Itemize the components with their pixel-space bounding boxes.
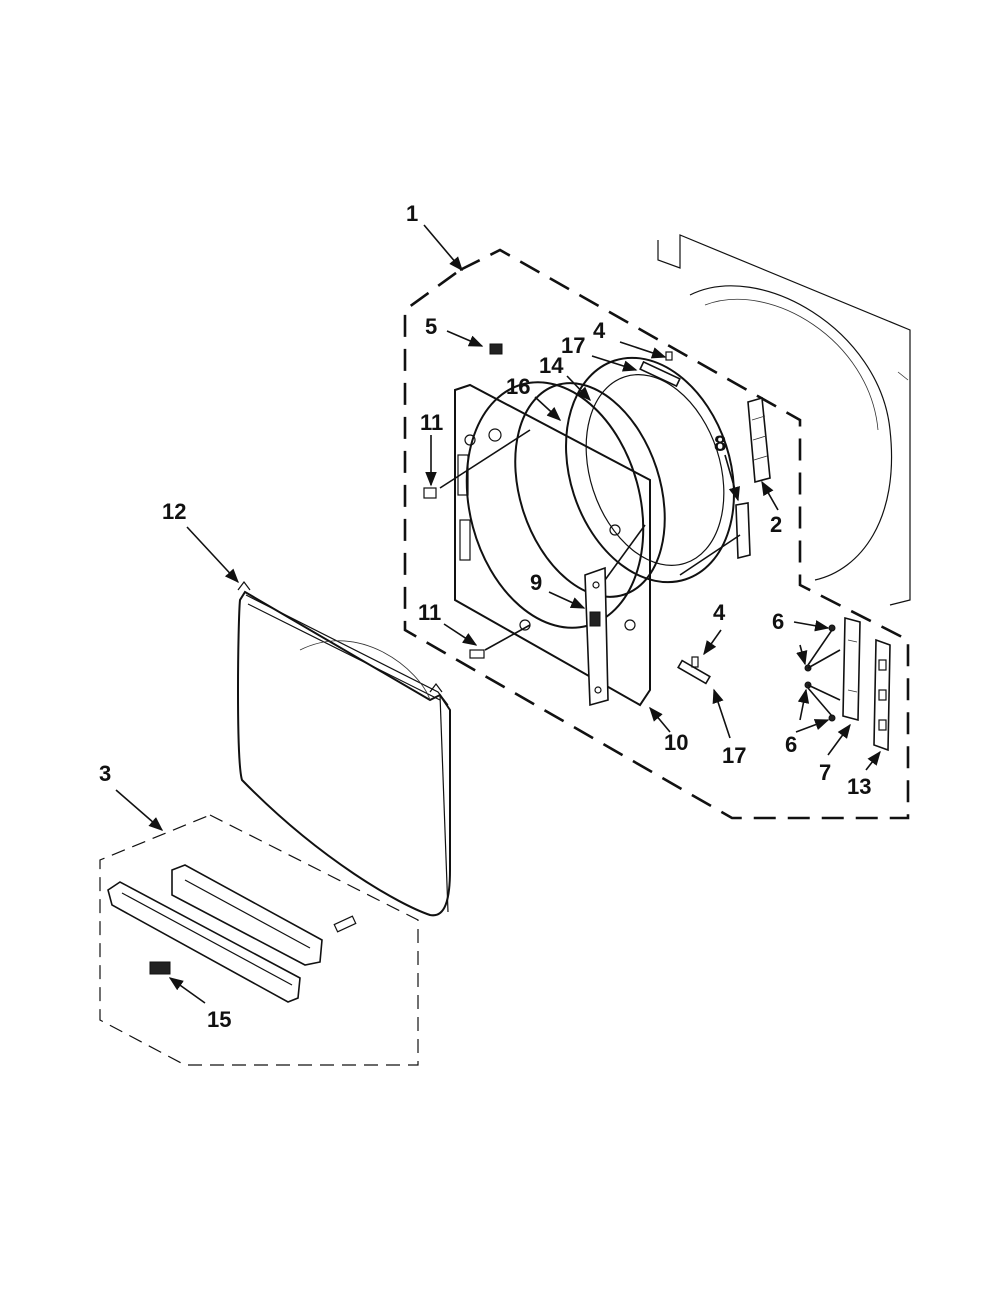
- callout-11-top: 11: [420, 410, 443, 435]
- bracket-17-bottom: [677, 659, 711, 685]
- callout-14: 14: [539, 353, 564, 378]
- screw-4-bottom: [691, 656, 699, 668]
- callout-1: 1: [406, 201, 418, 226]
- callout-11-bottom: 11: [418, 600, 441, 625]
- callout-9: 9: [530, 570, 542, 595]
- strip-2: [747, 396, 771, 484]
- screw-4-top: [665, 351, 673, 361]
- callout-3: 3: [99, 761, 111, 786]
- assembly-3-boundary: [99, 814, 419, 1066]
- door-ring-14-16: [514, 356, 735, 598]
- latch-8: [735, 502, 751, 560]
- callout-7: 7: [819, 760, 831, 785]
- hinge-13: [873, 638, 891, 752]
- screw-11-bottom: [469, 649, 485, 659]
- callout-4-top: 4: [593, 318, 606, 343]
- callout-2: 2: [770, 512, 782, 537]
- front-panel-10: [454, 381, 651, 707]
- guide-lines: [439, 429, 841, 717]
- callout-17-top: 17: [561, 333, 585, 358]
- door-panel-12: [237, 581, 451, 917]
- screw-11-top: [423, 487, 437, 499]
- callout-13: 13: [847, 774, 871, 799]
- assembly-1-boundary: [403, 248, 910, 820]
- callout-16: 16: [506, 374, 530, 399]
- handle-assembly-3: [107, 864, 357, 1003]
- bracket-9: [584, 566, 609, 707]
- callout-8: 8: [714, 431, 726, 456]
- callout-5: 5: [425, 314, 437, 339]
- button-15: [149, 961, 171, 975]
- callout-arrows: [115, 224, 881, 1004]
- callout-17-bottom: 17: [722, 743, 746, 768]
- callout-6-bottom: 6: [785, 732, 797, 757]
- callout-6-top: 6: [772, 609, 784, 634]
- clip-5: [489, 343, 503, 355]
- callout-15: 15: [207, 1007, 231, 1032]
- callout-4-bottom: 4: [713, 600, 726, 625]
- callout-12: 12: [162, 499, 186, 524]
- cabinet-outline: [657, 234, 911, 606]
- bracket-17-top: [639, 360, 681, 388]
- screw-3: [333, 915, 357, 933]
- hinge-7: [842, 616, 861, 722]
- callout-10: 10: [664, 730, 688, 755]
- callout-labels: 1 2 3 4 4 5 6 6 7 8 9 10 11 11 12 13 14 …: [99, 201, 871, 1032]
